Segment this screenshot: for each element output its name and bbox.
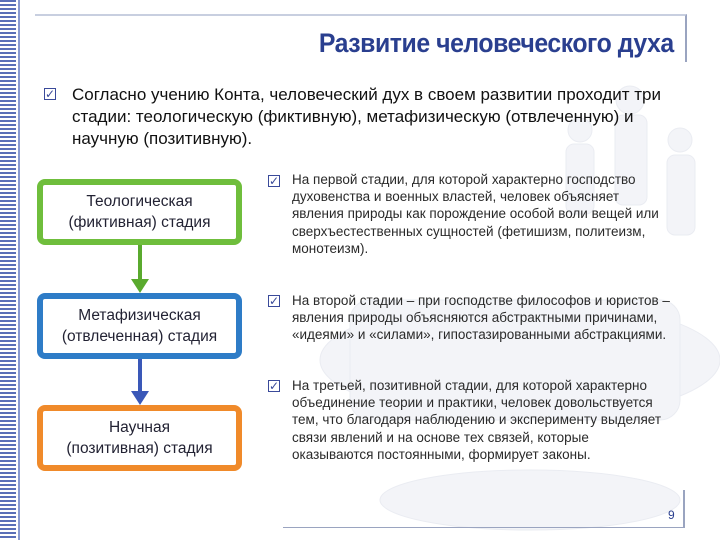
intro-text: Согласно учению Конта, человеческий дух … [72,85,661,148]
bullet-item: На первой стадии, для которой характерно… [292,172,659,256]
checkbox-icon: ✓ [268,294,280,308]
footer-line [283,527,683,528]
left-decorative-stripe [0,0,16,540]
stage-subtitle: (фиктивная) стадия [68,214,211,231]
page-number: 9 [668,508,675,522]
stage-theological: Теологическая (фиктивная) стадия [37,179,242,245]
arrow-down-icon [131,359,149,405]
left-decorative-line [18,0,20,540]
checkbox-icon: ✓ [268,379,280,393]
stage-subtitle: (позитивная) стадия [66,440,213,457]
stage-metaphysical: Метафизическая (отвлеченная) стадия [37,293,242,359]
stage-scientific: Научная (позитивная) стадия [37,405,242,471]
bullet-item: На второй стадии – при господстве филосо… [292,293,670,343]
stage-title: Научная [108,419,171,436]
stage-title: Теологическая [86,193,193,210]
stage-subtitle: (отвлеченная) стадия [61,328,218,345]
footer-vertical-line [683,490,685,528]
stage-title: Метафизическая [78,307,201,324]
background-illustration [319,85,720,531]
bullet-item: На третьей, позитивной стадии, для котор… [292,378,662,462]
checkbox-icon: ✓ [268,174,280,188]
title-frame [35,14,687,62]
arrow-down-icon [131,245,149,293]
page-title: Развитие человеческого духа [319,28,674,58]
checkbox-icon: ✓ [44,87,56,101]
